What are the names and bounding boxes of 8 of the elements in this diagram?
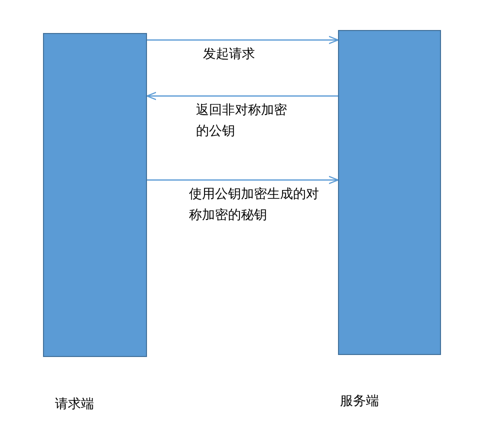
edge-label: 使用公钥加密生成的对称加密的秘钥 — [188, 186, 320, 225]
node-label: 服务端 — [340, 393, 379, 410]
node-label: 请求端 — [55, 396, 94, 413]
arrow — [147, 36, 339, 44]
edge-label: 返回非对称加密的公钥 — [195, 102, 288, 141]
arrow — [147, 176, 339, 184]
edge-label: 发起请求 — [202, 46, 256, 64]
arrow — [146, 92, 338, 100]
